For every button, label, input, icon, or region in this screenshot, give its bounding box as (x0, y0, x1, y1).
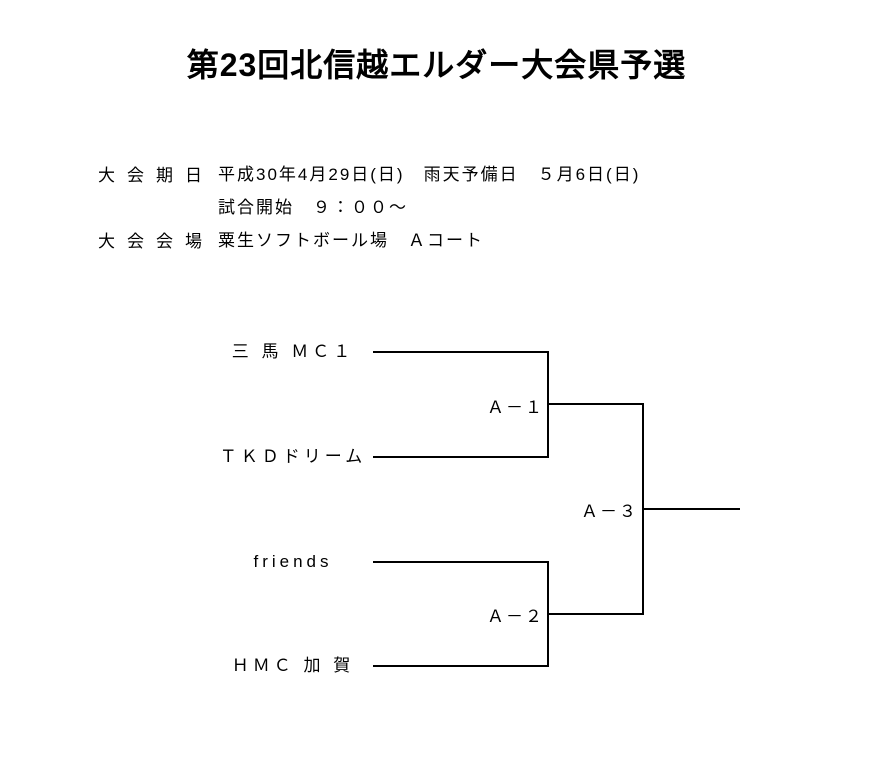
bracket-line-match-a1-winner (547, 403, 643, 405)
start-time-value: 試合開始 ９：００～ (218, 198, 408, 217)
team-name-tkd-dream: ＴＫＤドリーム (219, 447, 367, 466)
venue-label: 大会会場 (98, 232, 214, 251)
bracket-line-team4 (373, 665, 548, 667)
date-label: 大会期日 (98, 166, 214, 185)
bracket-line-team1 (373, 351, 548, 353)
bracket-line-team2 (373, 456, 548, 458)
venue-value: 粟生ソフトボール場 Ａコート (218, 231, 484, 250)
bracket-line-match-a3-winner (642, 508, 740, 510)
bracket-line-match-a2-winner (547, 613, 643, 615)
bracket-line-team3 (373, 561, 548, 563)
page-title: 第23回北信越エルダー大会県予選 (186, 47, 687, 83)
match-label-a1: Ａ－１ (487, 398, 544, 417)
match-label-a2: Ａ－２ (487, 607, 544, 626)
team-name-hmc-kaga: ＨＭＣ 加 賀 (231, 656, 355, 675)
team-name-sanma-mc1: 三 馬 ＭＣ１ (231, 342, 355, 361)
date-value: 平成30年4月29日(日) 雨天予備日 ５月6日(日) (218, 165, 641, 184)
team-name-friends: friends (253, 552, 333, 571)
match-label-a3: Ａ－３ (581, 502, 638, 521)
